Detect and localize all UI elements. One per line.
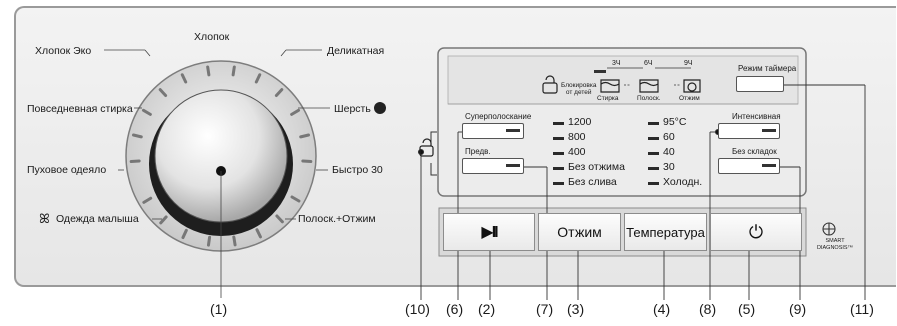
callout-8: (8) [699,301,717,317]
spin-led [553,167,564,170]
temp-led [648,152,659,155]
phase-spin: Отжим [679,95,700,102]
dial-tick [141,108,152,116]
dial-tick [254,73,262,84]
prewash-led [506,164,520,167]
dial-tick [290,108,301,116]
wool-icon [374,102,386,114]
dial-tick [158,88,168,98]
child-lock-label: Блокировка от детей [561,82,597,96]
dial-tick [142,196,153,204]
super-rinse-label: Суперполоскание [465,112,532,121]
dial-tick [290,195,301,203]
dial-tick [232,235,237,247]
callout-9: (9) [789,301,807,317]
spin-option: 400 [568,146,586,158]
spin-led [553,137,564,140]
program-baby: Одежда малыша [56,213,139,225]
temp-led [648,182,659,185]
program-delicate: Деликатная [327,45,385,57]
dial-tick [206,235,212,247]
intensive-label: Интенсивная [732,112,781,121]
callout-3: (3) [567,301,585,317]
dial-tick [159,215,168,225]
dial-tick [299,133,311,139]
child-lock-led [594,70,606,73]
dial-tick [131,133,143,139]
timer-9h: 9Ч [684,60,693,67]
dial-tick [231,65,236,77]
spin-option: 800 [568,131,586,143]
phase-rinse: Полоск. [637,95,661,102]
dial-tick [206,65,211,77]
spin-button[interactable]: Отжим [538,213,621,251]
intensive-led [762,129,776,132]
callout-6: (6) [446,301,464,317]
program-duvet: Пуховое одеяло [27,164,107,176]
program-rinse-spin: Полоск.+Отжим [298,213,376,225]
temp-option: Холодн. [663,176,703,188]
callout-2: (2) [478,301,496,317]
no-wrinkle-button[interactable] [718,158,780,174]
smart-diagnosis-badge: SMART DIAGNOSIS™ [817,238,854,251]
super-rinse-led [506,129,520,132]
callout-11: (11) [850,301,874,317]
temp-option: 30 [663,161,675,173]
timer-mode-button[interactable] [736,76,784,92]
baby-icon: ꕤ [39,211,50,226]
callout-5: (5) [738,301,756,317]
temp-led [648,122,659,125]
dial-tick [274,88,284,98]
timer-3h: 3Ч [612,60,621,67]
intensive-button[interactable] [718,123,780,139]
spin-option: Без отжима [568,161,625,173]
timer-6h: 6Ч [644,60,653,67]
program-quick30: Быстро 30 [332,164,383,176]
program-everyday: Повседневная стирка [27,103,133,115]
temperature-button[interactable]: Температура [624,213,707,251]
temp-option: 95°C [663,116,687,128]
dial-tick-marks [129,65,313,247]
callout-7: (7) [536,301,554,317]
spin-led [553,122,564,125]
timer-mode-label: Режим таймера [738,64,797,73]
dial-tick [275,214,284,224]
power-button[interactable]: ⏻ [710,213,802,251]
prewash-button[interactable] [462,158,524,174]
program-wool: Шерсть [334,103,371,115]
temp-option: 60 [663,131,675,143]
spin-led [553,182,564,185]
callout-4: (4) [653,301,671,317]
spin-option: Без слива [568,176,617,188]
prewash-label: Предв. [465,147,491,156]
temp-led [648,167,659,170]
dial-tick [255,228,262,239]
phase-wash: Стирка [597,95,619,102]
dial-tick [181,228,188,240]
super-rinse-button[interactable] [462,123,524,139]
dial-tick [180,73,188,84]
start-pause-button[interactable]: ▶II [443,213,535,251]
spin-led [553,152,564,155]
program-eco-cotton: Хлопок Эко [35,45,92,57]
spin-option: 1200 [568,116,592,128]
callout-10: (10) [405,301,430,317]
temp-led [648,137,659,140]
callout-1: (1) [210,301,228,317]
program-cotton: Хлопок [194,31,230,43]
no-wrinkle-label: Без складок [732,147,777,156]
no-wrinkle-led [762,164,776,167]
temp-option: 40 [663,146,675,158]
